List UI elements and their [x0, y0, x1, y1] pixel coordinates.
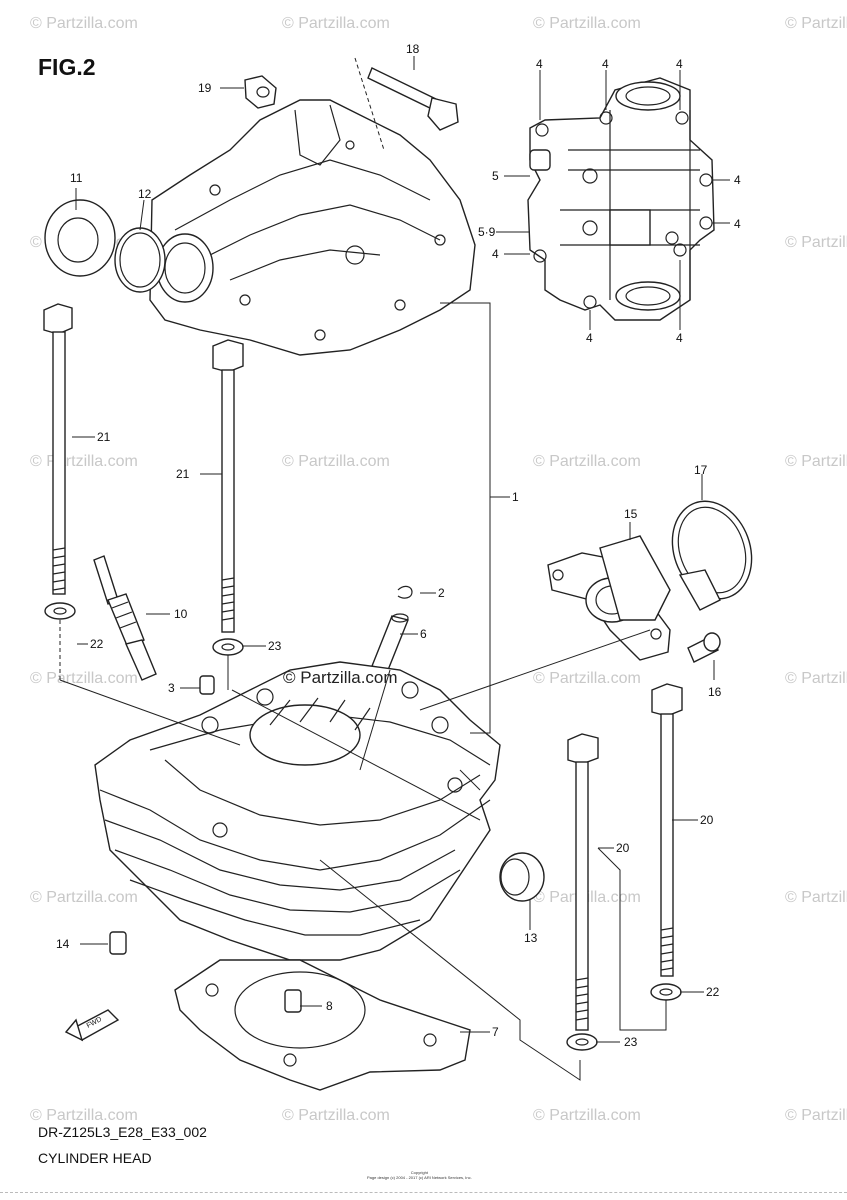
watermark: © Partzilla.com	[282, 1107, 390, 1124]
o-ring-12	[114, 227, 166, 293]
bolt-20-right	[651, 683, 683, 977]
callout-label: 14	[56, 937, 70, 951]
callout-label: 1	[512, 490, 519, 504]
figure-label: FIG.2	[38, 54, 96, 80]
callout-label: 20	[700, 813, 714, 827]
callout-label: 4	[734, 217, 741, 231]
cylinder-head-cover	[149, 99, 476, 356]
washer-22-right	[650, 983, 682, 1001]
watermark: © Partzilla.com	[785, 15, 847, 32]
plug-13	[499, 852, 545, 902]
callout-label: 13	[524, 931, 538, 945]
watermark: © Partzilla.com	[30, 453, 138, 470]
watermark: © Partzilla.com	[30, 889, 138, 906]
cylinder-head-cover-topview	[527, 77, 715, 321]
center-watermark: © Partzilla.com	[283, 668, 398, 687]
callout-label: 5·9	[478, 225, 496, 239]
callout-label: 4	[734, 173, 741, 187]
cap-nut-19	[244, 75, 277, 109]
forward-arrow-icon: FWD	[64, 1009, 120, 1042]
callout-label: 17	[694, 463, 708, 477]
callout-label: 4	[676, 57, 683, 71]
callout-label: 19	[198, 81, 212, 95]
watermark: © Partzilla.com	[785, 1107, 847, 1124]
callout-label: 20	[616, 841, 630, 855]
stud-bolt-21-right	[212, 339, 244, 633]
cylinder-head	[94, 661, 501, 961]
page-divider	[0, 1192, 847, 1193]
callout-label: 4	[676, 331, 683, 345]
watermark: © Partzilla.com	[533, 1107, 641, 1124]
model-code: DR-Z125L3_E28_E33_002	[38, 1124, 207, 1140]
oil-seal-11	[44, 199, 116, 277]
bolt-20-center	[567, 733, 599, 1031]
callout-label: 4	[602, 57, 609, 71]
callout-label: 7	[492, 1025, 499, 1039]
watermark: © Partzilla.com	[30, 1107, 138, 1124]
callout-label: 12	[138, 187, 152, 201]
callout-label: 22	[706, 985, 720, 999]
callout-label: 10	[174, 607, 188, 621]
dowel-pin-8	[284, 989, 302, 1013]
dowel-pin-14	[109, 931, 127, 955]
callout-label: 4	[536, 57, 543, 71]
copyright-line: Copyright	[410, 1170, 428, 1175]
callout-label: 3	[168, 681, 175, 695]
watermark: © Partzilla.com	[282, 453, 390, 470]
copyright-line: Page design (c) 2004 - 2017 (c) ARI Netw…	[367, 1175, 472, 1180]
bolt-18	[367, 67, 459, 131]
intake-pipe-15	[547, 535, 671, 661]
callout-label: 11	[70, 171, 83, 185]
leader-lines	[59, 56, 730, 1081]
callout-label: 8	[326, 999, 333, 1013]
callout-label: 23	[624, 1035, 638, 1049]
watermark: © Partzilla.com	[785, 234, 847, 251]
watermark: © Partzilla.com	[533, 15, 641, 32]
callout-label: 5	[492, 169, 499, 183]
clamp-17	[671, 500, 753, 611]
valve-guide-6	[371, 613, 409, 671]
copyright-notice: Copyright Page design (c) 2004 - 2017 (c…	[367, 1170, 472, 1180]
diagram-title: CYLINDER HEAD	[38, 1150, 152, 1166]
watermark: © Partzilla.com	[785, 670, 847, 687]
callout-label: 15	[624, 507, 638, 521]
watermark: © Partzilla.com	[785, 453, 847, 470]
callout-label: 21	[97, 430, 111, 444]
watermark: © Partzilla.com	[533, 453, 641, 470]
watermark: © Partzilla.com	[30, 670, 138, 687]
watermark: © Partzilla.com	[282, 15, 390, 32]
callout-label: 16	[708, 685, 722, 699]
callouts: 18 19 11 12 4 4 4 5 4 5·9 4 4 4 4 4 21 2…	[56, 42, 741, 1049]
washer-23-top	[212, 638, 244, 656]
watermark: © Partzilla.com	[785, 889, 847, 906]
callout-label: 21	[176, 467, 190, 481]
callout-label: 22	[90, 637, 104, 651]
stud-bolt-21-left	[43, 303, 73, 595]
washer-23-bottom	[566, 1033, 598, 1051]
watermark: © Partzilla.com	[533, 670, 641, 687]
callout-label: 4	[586, 331, 593, 345]
watermark: © Partzilla.com	[30, 15, 138, 32]
gasket-7	[174, 959, 471, 1091]
callout-label: 4	[492, 247, 499, 261]
spark-plug-10	[93, 555, 157, 681]
washer-22-left	[44, 602, 76, 620]
callout-label: 2	[438, 586, 445, 600]
clip-2	[397, 585, 413, 599]
callout-label: 18	[406, 42, 420, 56]
callout-label: 23	[268, 639, 282, 653]
dowel-pin-3	[199, 675, 215, 695]
screw-16	[687, 632, 721, 663]
callout-label: 6	[420, 627, 427, 641]
